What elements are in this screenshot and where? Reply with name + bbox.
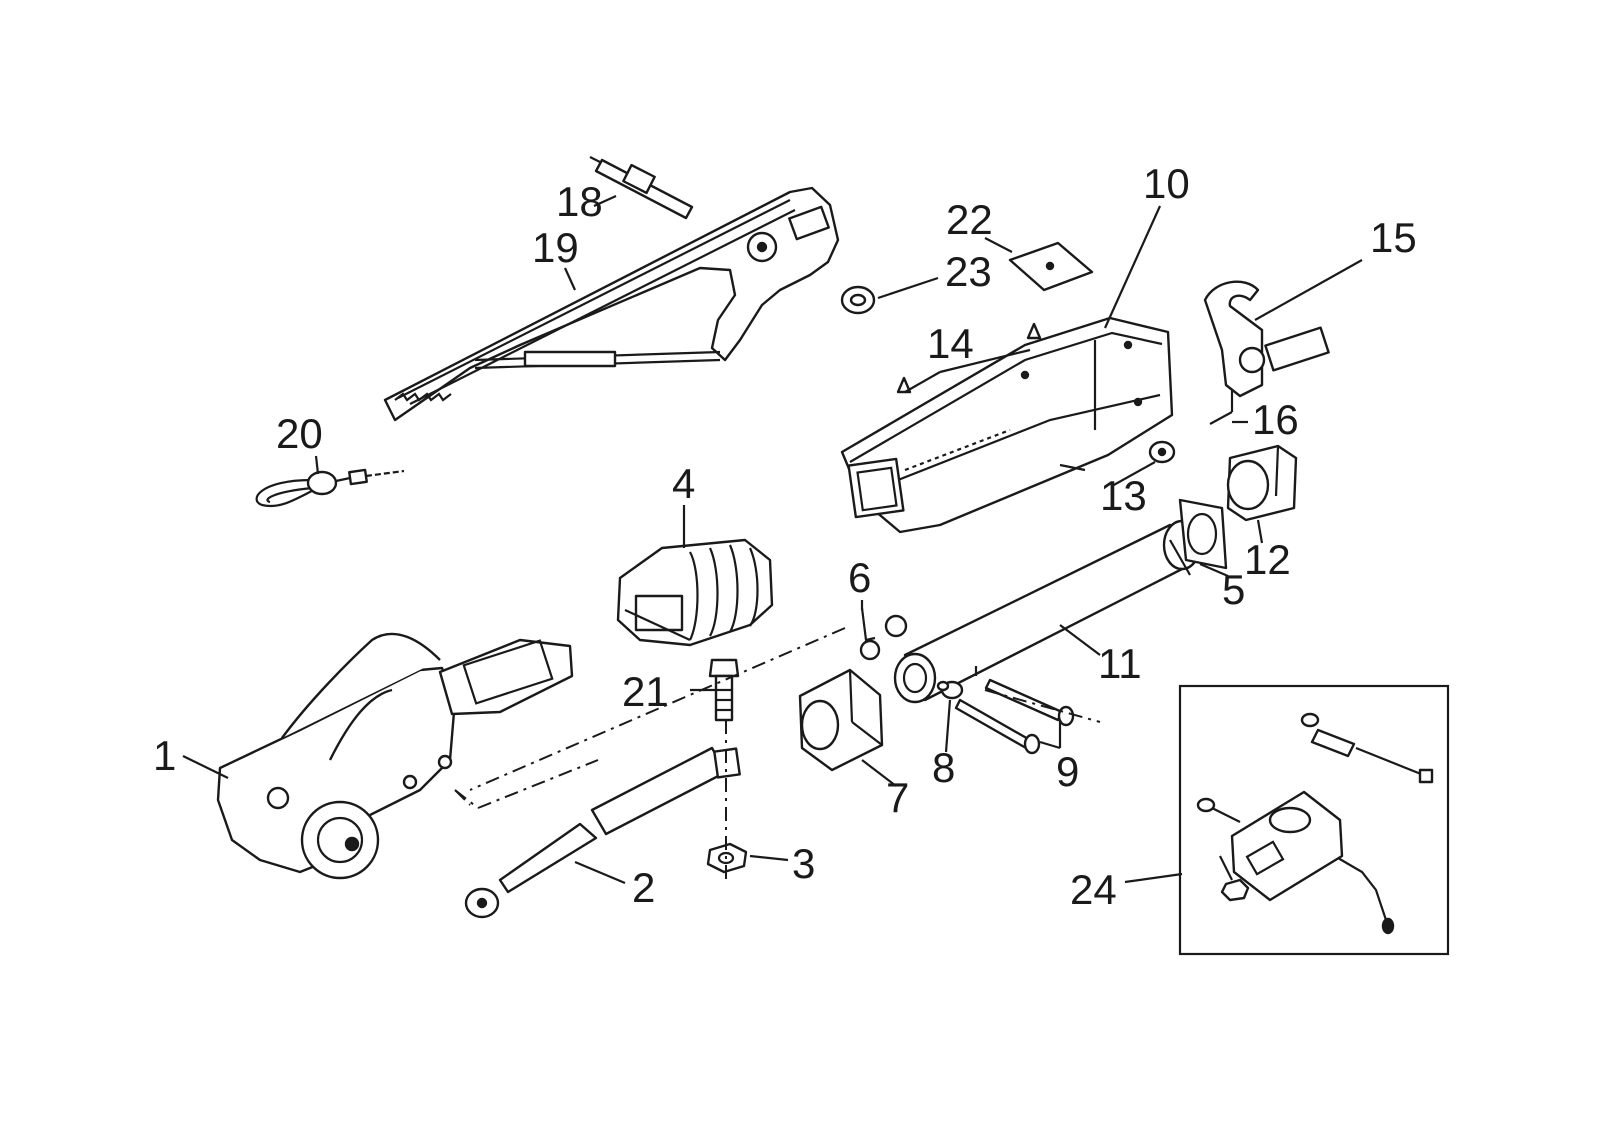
part-19-brake-lever [383,186,840,422]
part-21-bolt [708,658,740,722]
callout-10: 10 [1143,160,1190,207]
callout-20: 20 [276,410,323,457]
callout-13: 13 [1100,472,1147,519]
part-1-coupling-head [216,632,574,880]
callout-23: 23 [945,248,992,295]
callout-11: 11 [1098,640,1142,687]
part-5-flange [1178,498,1228,570]
part-18-pin [589,156,694,220]
part-14-grease-nipples [896,322,1042,394]
callout-4: 4 [672,460,695,507]
part-8-sleeve [936,680,964,700]
part-7-bushing [798,668,884,772]
part-6-bolt-nut [859,607,908,661]
callout-5: 5 [1222,566,1245,613]
part-15-latch [1203,280,1330,425]
callout-16: 16 [1252,396,1299,443]
callout-15: 15 [1370,214,1417,261]
callout-19: 19 [532,224,579,271]
part-9-bolts [954,666,1075,755]
part-12-bushing [1226,444,1298,522]
callout-1: 1 [153,732,176,779]
callout-2: 2 [632,864,655,911]
part-13-nut [1148,440,1176,464]
part-2-damper [464,746,741,919]
part-10-housing [840,316,1174,534]
part-11-tube [893,519,1202,704]
assembly-centerlines [454,627,1101,880]
part-24-inset [1178,684,1450,956]
part-22-plate [1008,241,1094,292]
callout-12: 12 [1244,536,1291,583]
callout-14: 14 [927,320,974,367]
callout-22: 22 [946,196,993,243]
leader-lines [182,194,1363,885]
part-23-washer [840,285,876,315]
callout-8: 8 [932,744,955,791]
callout-21: 21 [622,668,669,715]
callout-24: 24 [1070,866,1117,913]
callout-9: 9 [1056,748,1079,795]
callout-labels: 1 2 3 4 5 6 7 8 9 10 11 12 13 14 15 16 1… [153,160,1417,913]
inset-frame [1178,684,1450,956]
callout-7: 7 [886,774,909,821]
callout-6: 6 [848,554,871,601]
part-4-bellows [616,538,774,647]
callout-3: 3 [792,840,815,887]
callout-18: 18 [556,178,603,225]
part-20-breakaway-cable [255,468,405,508]
